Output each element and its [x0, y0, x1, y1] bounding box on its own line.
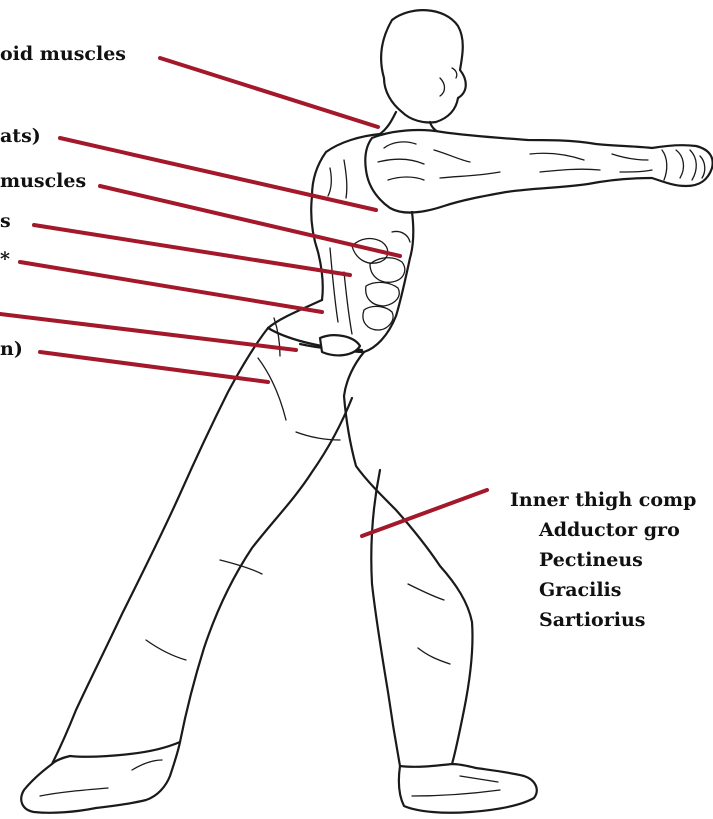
label-rhomboid-muscles: oid muscles	[0, 45, 126, 64]
leader-hip-flexor	[40, 352, 268, 382]
leader-abdominis	[20, 262, 322, 312]
leader-hip-flexor-upper	[0, 314, 296, 350]
pants	[52, 300, 473, 766]
extended-arm	[365, 130, 712, 212]
inner-thigh-title: Inner thigh comp	[510, 491, 713, 510]
label-serratus-muscles: muscles	[0, 172, 86, 191]
label-lats: ats)	[0, 127, 41, 146]
leader-inner-thigh	[362, 490, 487, 536]
back-shoe	[21, 742, 180, 813]
inner-thigh-item-adductor: Adductor gro	[539, 521, 713, 540]
label-obliques: s	[0, 212, 11, 231]
front-shoe	[399, 764, 537, 813]
inner-thigh-item-pectineus: Pectineus	[539, 551, 713, 570]
label-abdominis: *	[0, 250, 10, 269]
leader-lats	[60, 138, 376, 210]
inner-thigh-item-sartiorius: Sartiorius	[539, 611, 713, 630]
inner-thigh-label-group: Inner thigh comp Adductor gro Pectineus …	[510, 491, 713, 630]
inner-thigh-list: Adductor gro Pectineus Gracilis Sartiori…	[510, 521, 713, 630]
inner-thigh-item-gracilis: Gracilis	[539, 581, 713, 600]
label-hip-flexor: n)	[0, 340, 23, 359]
leader-rhomboid	[160, 58, 378, 127]
head	[381, 10, 466, 122]
leader-serratus	[100, 186, 400, 256]
